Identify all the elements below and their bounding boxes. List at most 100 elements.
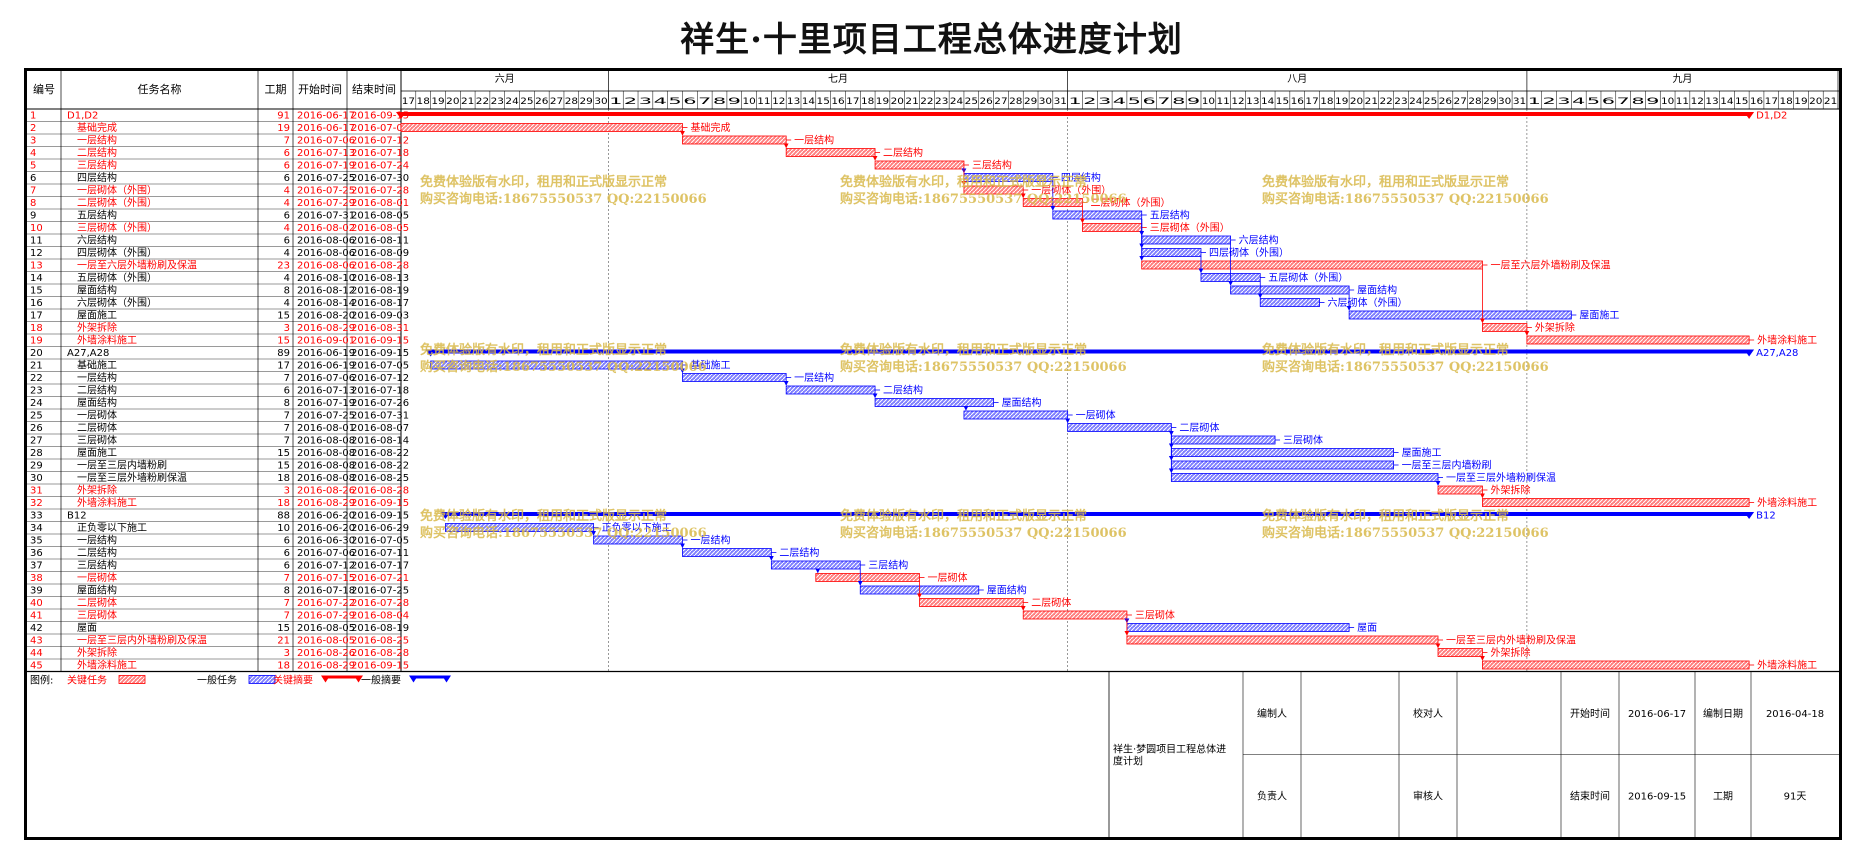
task-bar: [1482, 323, 1528, 332]
month-label-1: 七月: [828, 73, 848, 85]
day-label: 26: [535, 97, 549, 107]
task-name: 一层至三层内墙粉刷: [77, 459, 167, 472]
day-label: 16: [831, 97, 845, 107]
task-duration: 3: [284, 323, 290, 334]
task-start: 2016-08-10: [297, 273, 355, 284]
task-id: 23: [30, 386, 43, 397]
day-label: 25: [965, 97, 978, 107]
task-end: 2016-08-04: [351, 611, 409, 622]
task-name: 五层结构: [77, 209, 117, 222]
day-label: 30: [1498, 97, 1512, 107]
task-start: 2016-08-14: [297, 298, 355, 309]
day-label: 12: [1231, 97, 1244, 107]
legend-swatch: [325, 675, 359, 679]
task-duration: 6: [284, 173, 290, 184]
task-id: 2: [30, 123, 36, 134]
task-name: A27,A28: [67, 348, 109, 359]
day-label: 8: [1631, 97, 1645, 107]
bar-label: 一层砌体（外围）: [1031, 185, 1111, 197]
task-end: 2016-08-14: [351, 436, 409, 447]
task-bar: [770, 560, 861, 570]
legend-swatch-marker: [409, 675, 418, 683]
task-end: 2016-09-15: [351, 498, 409, 509]
footer-label: 负责人: [1257, 790, 1287, 803]
task-duration: 15: [277, 461, 290, 472]
task-duration: 15: [277, 336, 290, 347]
task-name: 一层结构: [77, 134, 117, 147]
task-name: 外墙涂料施工: [77, 334, 137, 347]
task-end: 2016-07-28: [351, 186, 409, 197]
task-bar: [874, 398, 994, 407]
task-duration: 8: [284, 586, 290, 597]
task-duration: 18: [277, 473, 290, 484]
task-bar: [1437, 648, 1483, 657]
footer-value: 91天: [1784, 792, 1807, 803]
column-header-3: 开始时间: [298, 82, 342, 96]
task-id: 16: [30, 298, 43, 309]
footer-project-name: 度计划: [1113, 754, 1143, 767]
task-name: 二层砌体: [77, 422, 117, 434]
task-start: 2016-07-29: [297, 611, 355, 622]
day-label: 5: [1587, 97, 1600, 107]
task-name: 基础完成: [77, 121, 117, 134]
task-start: 2016-08-26: [297, 648, 355, 659]
task-id: 8: [30, 198, 36, 209]
task-end: 2016-09-15: [351, 336, 409, 347]
task-start: 2016-07-31: [297, 211, 355, 222]
task-end: 2016-08-22: [351, 448, 409, 459]
task-name: 屋面施工: [77, 309, 117, 322]
task-end: 2016-07-21: [351, 573, 409, 584]
task-name: 屋面结构: [77, 284, 117, 297]
task-end: 2016-08-07: [351, 423, 409, 434]
task-bar: [963, 185, 1024, 195]
task-start: 2016-07-19: [297, 398, 355, 409]
day-label: 29: [580, 97, 594, 107]
task-id: 42: [30, 623, 43, 634]
day-label: 9: [1187, 97, 1201, 107]
day-label: 15: [1276, 97, 1289, 107]
task-bar: [1170, 448, 1394, 457]
legend-prefix: 图例:: [30, 674, 53, 687]
task-end: 2016-08-01: [351, 198, 409, 209]
day-label: 24: [950, 97, 964, 107]
footer-value: 2016-06-17: [1628, 709, 1686, 720]
task-end: 2016-08-28: [351, 486, 409, 497]
day-label: 27: [994, 97, 1007, 107]
task-name: 一层砌体: [77, 410, 117, 422]
day-label: 8: [1172, 97, 1186, 107]
task-duration: 6: [284, 386, 290, 397]
footer-label: 编制人: [1257, 707, 1287, 720]
task-end: 2016-08-11: [351, 236, 409, 247]
day-label: 3: [1557, 97, 1570, 107]
task-bar: [1482, 498, 1750, 507]
bar-label: 二层结构: [883, 146, 923, 159]
task-bar: [1067, 423, 1172, 432]
task-id: 14: [30, 273, 43, 284]
task-end: 2016-08-19: [351, 623, 409, 634]
footer-label: 结束时间: [1570, 790, 1610, 803]
task-id: 10: [30, 223, 43, 234]
task-id: 45: [30, 661, 43, 672]
footer-label: 审核人: [1413, 790, 1443, 803]
task-name: 五层砌体（外围）: [77, 272, 157, 284]
task-id: 24: [30, 398, 43, 409]
task-end: 2016-07-31: [351, 411, 409, 422]
day-label: 2: [1083, 97, 1096, 107]
task-end: 2016-07-28: [351, 598, 409, 609]
day-label: 6: [1602, 97, 1616, 107]
day-label: 26: [1439, 97, 1453, 107]
task-start: 2016-07-06: [297, 548, 355, 559]
task-duration: 7: [284, 573, 290, 584]
day-label: 7: [1157, 97, 1170, 107]
task-duration: 4: [284, 186, 290, 197]
task-name: B12: [67, 511, 87, 522]
task-end: 2016-07-05: [351, 123, 409, 134]
task-name: 二层结构: [77, 146, 117, 159]
task-id: 41: [30, 611, 43, 622]
task-duration: 8: [284, 286, 290, 297]
bar-label: 六层砌体（外围）: [1327, 297, 1407, 309]
task-name: 一层结构: [77, 371, 117, 384]
task-start: 2016-08-06: [297, 261, 355, 272]
task-duration: 6: [284, 161, 290, 172]
day-label: 17: [402, 97, 415, 107]
